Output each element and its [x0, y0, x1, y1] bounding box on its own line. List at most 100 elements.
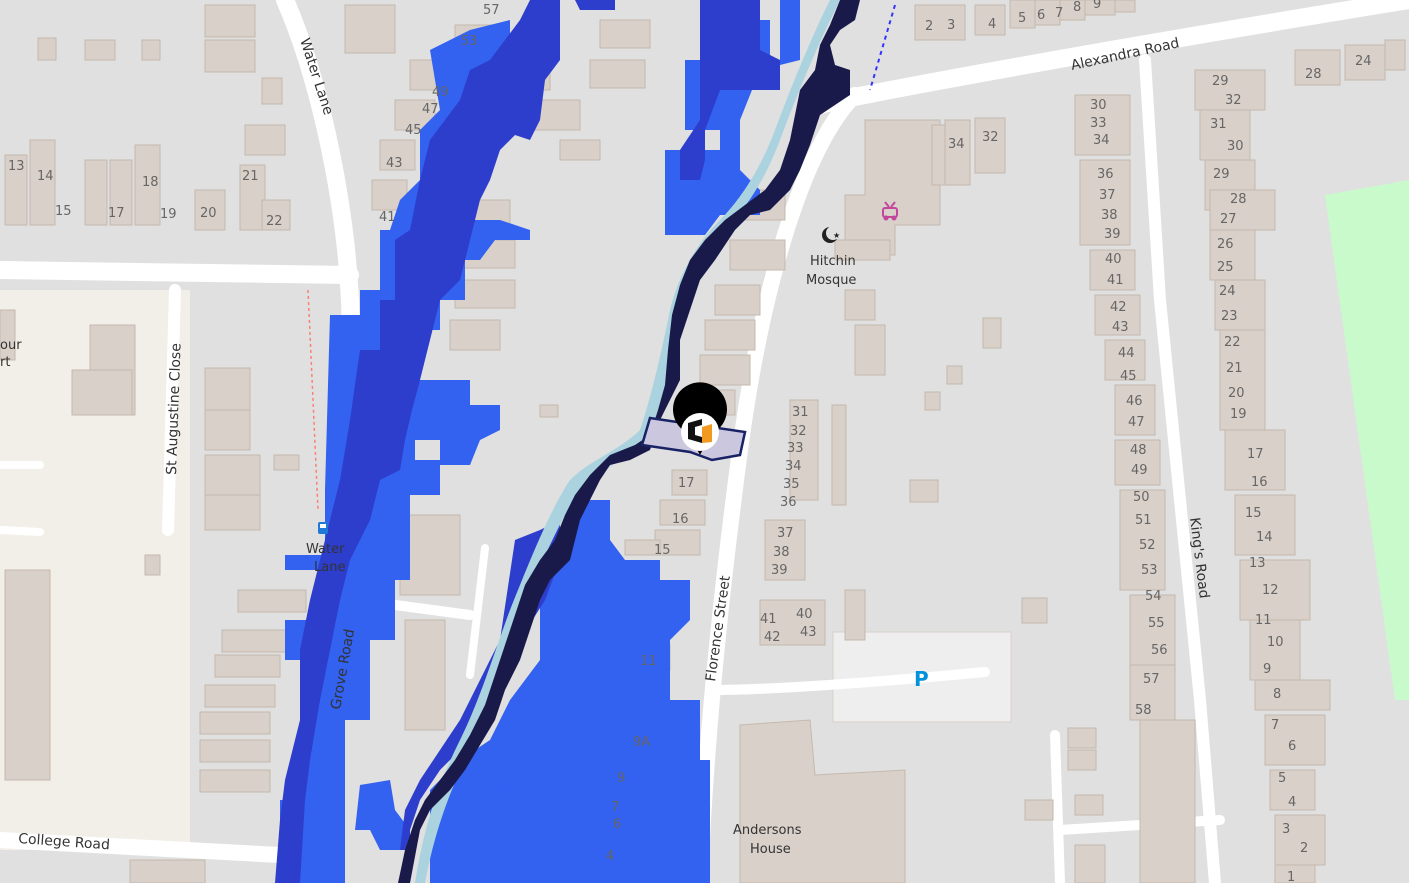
svg-text:17: 17	[1247, 447, 1264, 462]
svg-text:24: 24	[1219, 284, 1236, 299]
svg-text:9: 9	[1093, 0, 1101, 12]
svg-text:32: 32	[790, 424, 807, 439]
svg-text:6: 6	[613, 817, 621, 832]
svg-text:43: 43	[800, 625, 817, 640]
svg-text:37: 37	[1099, 188, 1116, 203]
river	[415, 0, 840, 883]
svg-text:45: 45	[1120, 369, 1137, 384]
svg-text:18: 18	[142, 175, 159, 190]
svg-text:53: 53	[1141, 563, 1158, 578]
svg-text:10: 10	[1267, 635, 1284, 650]
svg-text:2: 2	[1300, 841, 1308, 856]
road-footpath	[466, 544, 489, 679]
svg-text:31: 31	[1210, 117, 1227, 132]
svg-text:11: 11	[1255, 613, 1272, 628]
poi-mosque-label-2: Mosque	[806, 273, 856, 288]
svg-text:28: 28	[1305, 67, 1322, 82]
svg-text:19: 19	[160, 207, 177, 222]
svg-text:40: 40	[1105, 252, 1122, 267]
svg-text:41: 41	[1107, 273, 1124, 288]
poi-partial-2: rt	[0, 355, 10, 370]
svg-text:20: 20	[1228, 386, 1245, 401]
svg-text:45: 45	[405, 123, 422, 138]
svg-text:39: 39	[771, 563, 788, 578]
svg-text:25: 25	[1217, 260, 1234, 275]
poi-andersons-label-2: House	[750, 842, 791, 857]
svg-text:51: 51	[1135, 513, 1152, 528]
selected-property-marker[interactable]	[673, 382, 727, 455]
svg-text:9A: 9A	[633, 735, 650, 750]
svg-text:55: 55	[1148, 616, 1165, 631]
svg-text:6: 6	[1037, 8, 1045, 23]
svg-text:33: 33	[787, 441, 804, 456]
svg-text:47: 47	[1128, 415, 1145, 430]
flood-zone-high	[398, 0, 860, 883]
svg-text:3: 3	[1282, 822, 1290, 837]
svg-text:24: 24	[1355, 54, 1372, 69]
svg-text:58: 58	[1135, 703, 1152, 718]
svg-text:50: 50	[1133, 490, 1150, 505]
svg-text:13: 13	[1249, 556, 1266, 571]
svg-text:8: 8	[1273, 687, 1281, 702]
svg-text:49: 49	[1131, 463, 1148, 478]
poi-andersons-label-1: Andersons	[733, 823, 802, 838]
svg-text:16: 16	[1251, 475, 1268, 490]
svg-text:36: 36	[1097, 167, 1114, 182]
svg-text:42: 42	[1110, 300, 1127, 315]
svg-text:21: 21	[1226, 361, 1243, 376]
svg-text:34: 34	[948, 137, 965, 152]
svg-text:57: 57	[1143, 672, 1160, 687]
svg-text:9: 9	[1263, 662, 1271, 677]
svg-text:41: 41	[379, 210, 396, 225]
svg-text:1: 1	[1287, 870, 1295, 883]
svg-text:32: 32	[982, 130, 999, 145]
road-parking-access	[705, 667, 990, 695]
svg-text:27: 27	[1220, 212, 1237, 227]
svg-text:3: 3	[947, 18, 955, 33]
svg-text:23: 23	[1221, 309, 1238, 324]
svg-text:21: 21	[242, 169, 259, 184]
svg-text:4: 4	[1288, 795, 1296, 810]
mosque-icon: ★	[822, 226, 840, 243]
poi-mosque-label-1: Hitchin	[810, 254, 856, 269]
road-left-stub2	[0, 526, 44, 536]
svg-text:29: 29	[1212, 74, 1229, 89]
svg-text:42: 42	[764, 630, 781, 645]
svg-text:15: 15	[55, 204, 72, 219]
road-st-augustine	[162, 284, 181, 536]
svg-text:14: 14	[37, 169, 54, 184]
poi-water-lane-stop-2: Lane	[314, 560, 345, 575]
svg-text:15: 15	[1245, 506, 1262, 521]
svg-text:26: 26	[1217, 237, 1234, 252]
svg-text:28: 28	[1230, 192, 1247, 207]
svg-text:4: 4	[606, 849, 614, 864]
svg-text:11: 11	[640, 654, 657, 669]
svg-text:15: 15	[654, 543, 671, 558]
road-top-left-horizontal	[0, 261, 359, 284]
svg-text:12: 12	[1262, 583, 1279, 598]
svg-text:47: 47	[422, 102, 439, 117]
svg-text:30: 30	[1090, 98, 1107, 113]
house-numbers: 57 53 49 47 45 43 41 13 14 15 17 18 19 2…	[8, 0, 1372, 883]
parking-symbol: P	[914, 667, 929, 691]
svg-text:49: 49	[432, 85, 449, 100]
svg-text:29: 29	[1213, 167, 1230, 182]
svg-text:19: 19	[1230, 407, 1247, 422]
svg-text:22: 22	[266, 214, 283, 229]
svg-text:36: 36	[780, 495, 797, 510]
road-college	[0, 832, 288, 863]
svg-text:9: 9	[617, 771, 625, 786]
svg-text:30: 30	[1227, 139, 1244, 154]
svg-text:37: 37	[777, 526, 794, 541]
svg-text:7: 7	[1055, 6, 1063, 21]
svg-text:17: 17	[108, 206, 125, 221]
svg-text:54: 54	[1145, 589, 1162, 604]
svg-text:4: 4	[988, 17, 996, 32]
car-repair-icon	[882, 201, 898, 221]
svg-text:40: 40	[796, 607, 813, 622]
bus-stop-icon	[318, 522, 328, 534]
svg-text:5: 5	[1278, 771, 1286, 786]
svg-text:39: 39	[1104, 227, 1121, 242]
svg-text:7: 7	[611, 800, 619, 815]
